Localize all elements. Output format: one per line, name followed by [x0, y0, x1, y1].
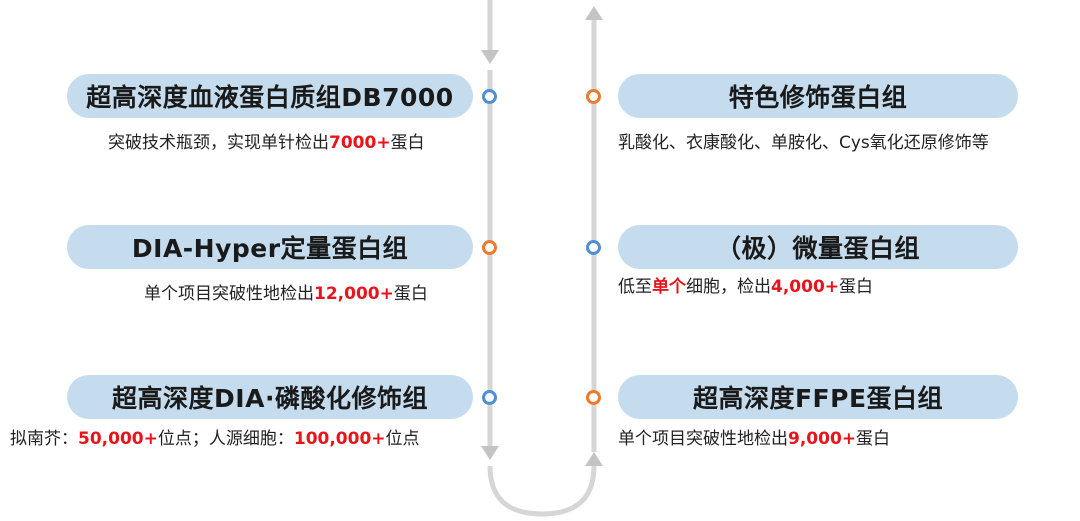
u-turn-curve: [487, 465, 597, 517]
right-item-3-desc: 单个项目突破性地检出9,000+蛋白: [618, 429, 891, 449]
left-item-3-desc: 拟南芥：50,000+位点；人源细胞：100,000+位点: [10, 429, 420, 449]
left-item-1-title: 超高深度血液蛋白质组DB7000: [67, 74, 473, 118]
right-item-3-dot: [586, 390, 601, 405]
left-item-2-dot: [482, 240, 497, 255]
left-item-1-dot: [482, 89, 497, 104]
right-item-1-desc: 乳酸化、衣康酸化、单胺化、Cys氧化还原修饰等: [618, 133, 989, 153]
left-item-3-dot: [482, 390, 497, 405]
down-arrow-icon: [481, 50, 499, 64]
left-item-1-desc: 突破技术瓶颈，实现单针检出7000+蛋白: [108, 133, 425, 153]
right-item-2-dot: [586, 240, 601, 255]
left-item-2-title: DIA-Hyper定量蛋白组: [67, 225, 473, 269]
right-item-3-title: 超高深度FFPE蛋白组: [618, 375, 1018, 419]
right-item-1-title: 特色修饰蛋白组: [618, 74, 1018, 118]
down-arrow-icon: [481, 446, 499, 460]
up-arrow-icon: [585, 452, 603, 466]
right-item-2-desc: 低至单个细胞，检出4,000+蛋白: [618, 277, 874, 297]
right-item-2-title: （极）微量蛋白组: [618, 225, 1018, 269]
up-arrow-icon: [585, 6, 603, 20]
left-item-3-title: 超高深度DIA·磷酸化修饰组: [67, 375, 473, 419]
left-item-2-desc: 单个项目突破性地检出12,000+蛋白: [144, 284, 428, 304]
right-item-1-dot: [586, 89, 601, 104]
